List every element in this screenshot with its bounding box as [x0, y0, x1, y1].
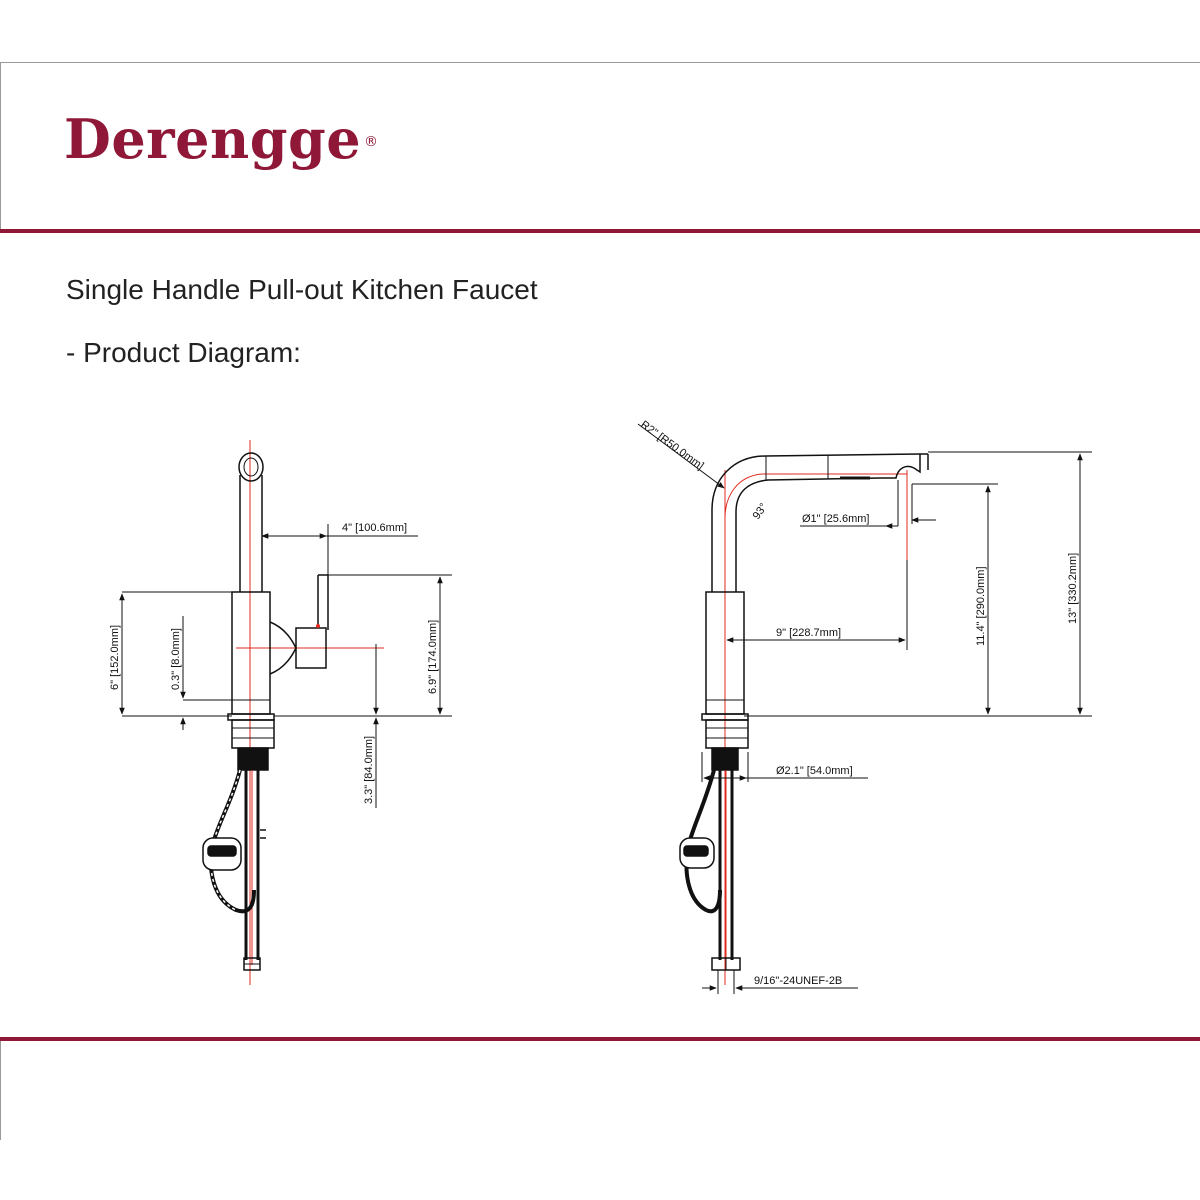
header-divider	[0, 229, 1200, 233]
mounting-nut	[231, 719, 275, 749]
pullout-hose	[209, 769, 256, 914]
front-view-dimensions	[637, 423, 1092, 994]
frame-left-border-lower	[0, 1040, 1, 1140]
brand-logo: Derengge	[64, 107, 362, 171]
dim-deck-depth: 3.3" [84.0mm]	[363, 736, 375, 804]
side-view	[202, 440, 384, 985]
spout-tube	[239, 475, 263, 592]
dim-lever-offset: 0.3" [8.0mm]	[170, 628, 182, 690]
frame-top-border	[0, 62, 1200, 63]
dim-angle: 93°	[751, 501, 770, 522]
dim-spout-height: 11.4" [290.0mm]	[975, 566, 987, 646]
spray-head	[880, 454, 921, 479]
dim-radius: R2" [R50.0mm]	[638, 419, 706, 473]
supply-hose-front	[718, 770, 734, 960]
spout-arc-inner	[735, 477, 881, 592]
dim-body-height: 6" [152.0mm]	[109, 625, 121, 690]
dim-thread-spec: 9/16"-24UNEF-2B	[754, 975, 842, 987]
dim-handle-reach: 4" [100.6mm]	[342, 522, 407, 534]
dim-base-diameter: Ø2.1" [54.0mm]	[776, 765, 853, 777]
dim-handle-height: 6.9" [174.0mm]	[427, 620, 439, 694]
diagram-subtitle: - Product Diagram:	[66, 337, 301, 368]
handle-hub	[295, 627, 327, 669]
footer-divider	[0, 1037, 1200, 1041]
faucet-body	[231, 591, 271, 715]
dim-sprayer-diameter: Ø1" [25.6mm]	[802, 513, 869, 525]
spout-arc-outer	[711, 453, 921, 592]
side-view-dimensions	[119, 524, 452, 808]
supply-hose	[244, 770, 260, 960]
registered-mark: ®	[364, 134, 378, 150]
dim-total-height: 13" [330.2mm]	[1067, 553, 1079, 624]
spout-head	[238, 452, 264, 482]
frame-left-border	[0, 62, 1, 230]
product-title: Single Handle Pull-out Kitchen Faucet	[66, 274, 538, 305]
front-view	[679, 453, 929, 985]
product-diagram: 4" [100.6mm] 6" [152.0mm] 0.3" [8.0mm] 6…	[109, 419, 1092, 994]
mounting-nut-front	[705, 719, 749, 749]
pullout-hose-front	[684, 769, 722, 914]
dim-spout-reach: 9" [228.7mm]	[776, 627, 841, 639]
